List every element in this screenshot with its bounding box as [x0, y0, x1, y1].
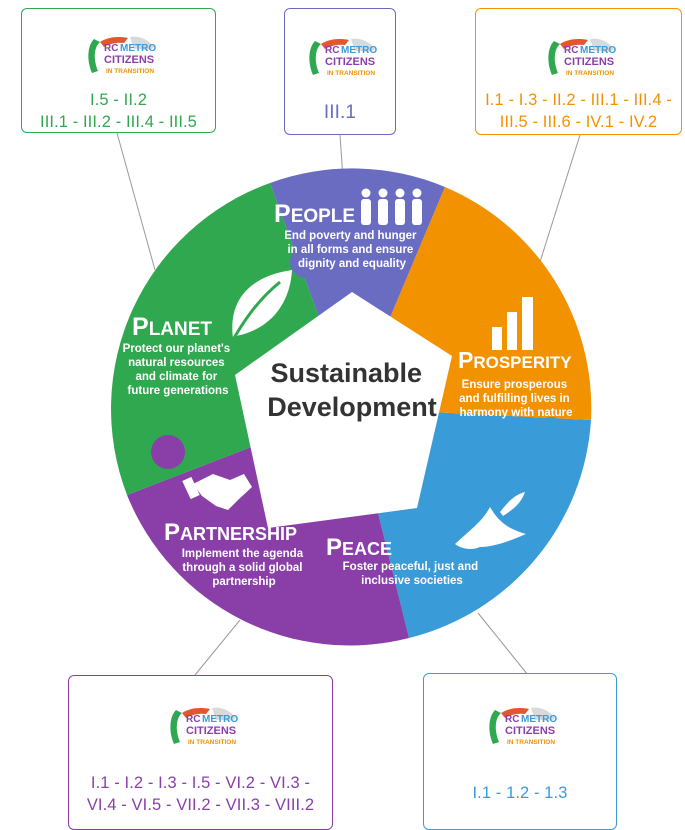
- svg-text:CITIZENS: CITIZENS: [505, 725, 555, 737]
- svg-text:IN TRANSITION: IN TRANSITION: [566, 70, 614, 77]
- svg-text:METRO: METRO: [521, 714, 557, 725]
- logo-rc-metro-citizens: RC METRO CITIZENS IN TRANSITION: [299, 35, 381, 81]
- logo-rc-metro-citizens: RC METRO CITIZENS IN TRANSITION: [78, 33, 160, 79]
- leaf-icon: [228, 270, 292, 346]
- svg-text:CITIZENS: CITIZENS: [564, 56, 614, 68]
- svg-text:RC: RC: [325, 45, 339, 56]
- partnership-desc: Implement the agenda through a solid glo…: [182, 548, 307, 588]
- connector-partnership: [194, 619, 241, 676]
- svg-text:IN TRANSITION: IN TRANSITION: [507, 739, 555, 746]
- card-prosperity: RC METRO CITIZENS IN TRANSITION I.1 - I.…: [475, 8, 682, 135]
- svg-text:RC: RC: [104, 43, 118, 54]
- svg-text:METRO: METRO: [120, 43, 156, 54]
- partnership-title: PARTNERSHIP: [164, 519, 297, 546]
- connector-peace: [477, 612, 529, 676]
- puzzle-tab-people: [462, 263, 498, 299]
- svg-text:METRO: METRO: [341, 45, 377, 56]
- center-pentagon: [235, 292, 452, 528]
- center-title: Sustainable Development: [267, 358, 437, 422]
- svg-text:CITIZENS: CITIZENS: [325, 56, 375, 68]
- card-peace: RC METRO CITIZENS IN TRANSITION I.1 - 1.…: [423, 673, 617, 830]
- svg-text:METRO: METRO: [202, 714, 238, 725]
- card-planet-codes: I.5 - II.2 III.1 - III.2 - III.4 - III.5: [40, 91, 197, 131]
- people-desc: End poverty and hunger in all forms and …: [284, 230, 419, 270]
- card-partnership-codes: I.1 - I.2 - I.3 - I.5 - VI.2 - VI.3 - VI…: [86, 774, 315, 814]
- card-people-codes: III.1: [323, 102, 357, 123]
- card-prosperity-codes: I.1 - I.3 - II.2 - III.1 - III.4 - III.5…: [485, 91, 672, 131]
- logo-rc-metro-citizens: RC METRO CITIZENS IN TRANSITION: [160, 704, 242, 750]
- peace-desc: Foster peaceful, just and inclusive soci…: [343, 561, 482, 587]
- peace-title: PEACE: [326, 534, 392, 561]
- svg-text:RC: RC: [505, 714, 519, 725]
- card-partnership: RC METRO CITIZENS IN TRANSITION I.1 - I.…: [68, 675, 333, 830]
- prosperity-desc: Ensure prosperous and fulfilling lives i…: [459, 379, 573, 419]
- prosperity-title: PROSPERITY: [458, 347, 572, 373]
- bar-chart-icon: [492, 297, 533, 350]
- svg-text:RC: RC: [564, 45, 578, 56]
- svg-text:RC: RC: [186, 714, 200, 725]
- puzzle-tab-planet-top: [290, 246, 322, 278]
- puzzle-tab-planet: [151, 435, 185, 469]
- planet-title: PLANET: [132, 313, 212, 341]
- card-people: RC METRO CITIZENS IN TRANSITION III.1: [284, 8, 396, 135]
- svg-text:IN TRANSITION: IN TRANSITION: [106, 68, 154, 75]
- card-peace-codes: I.1 - 1.2 - 1.3: [472, 784, 568, 802]
- svg-text:IN TRANSITION: IN TRANSITION: [188, 739, 236, 746]
- svg-text:CITIZENS: CITIZENS: [104, 54, 154, 66]
- segment-people: [270, 168, 445, 408]
- connector-planet: [116, 132, 156, 271]
- logo-rc-metro-citizens: RC METRO CITIZENS IN TRANSITION: [538, 35, 620, 81]
- logo-rc-metro-citizens: RC METRO CITIZENS IN TRANSITION: [479, 704, 561, 750]
- people-icon: [361, 188, 422, 225]
- svg-text:IN TRANSITION: IN TRANSITION: [327, 70, 375, 77]
- people-title: PEOPLE: [274, 200, 355, 228]
- handshake-icon: [182, 474, 252, 510]
- dove-icon: [455, 492, 526, 549]
- puzzle-tab-peace: [314, 582, 350, 618]
- puzzle-tab-peace-right: [535, 417, 567, 449]
- connector-prosperity: [539, 134, 581, 263]
- svg-text:METRO: METRO: [580, 45, 616, 56]
- svg-text:CITIZENS: CITIZENS: [186, 725, 236, 737]
- card-planet: RC METRO CITIZENS IN TRANSITION I.5 - II…: [21, 8, 216, 133]
- planet-desc: Protect our planet's natural resources a…: [123, 343, 234, 397]
